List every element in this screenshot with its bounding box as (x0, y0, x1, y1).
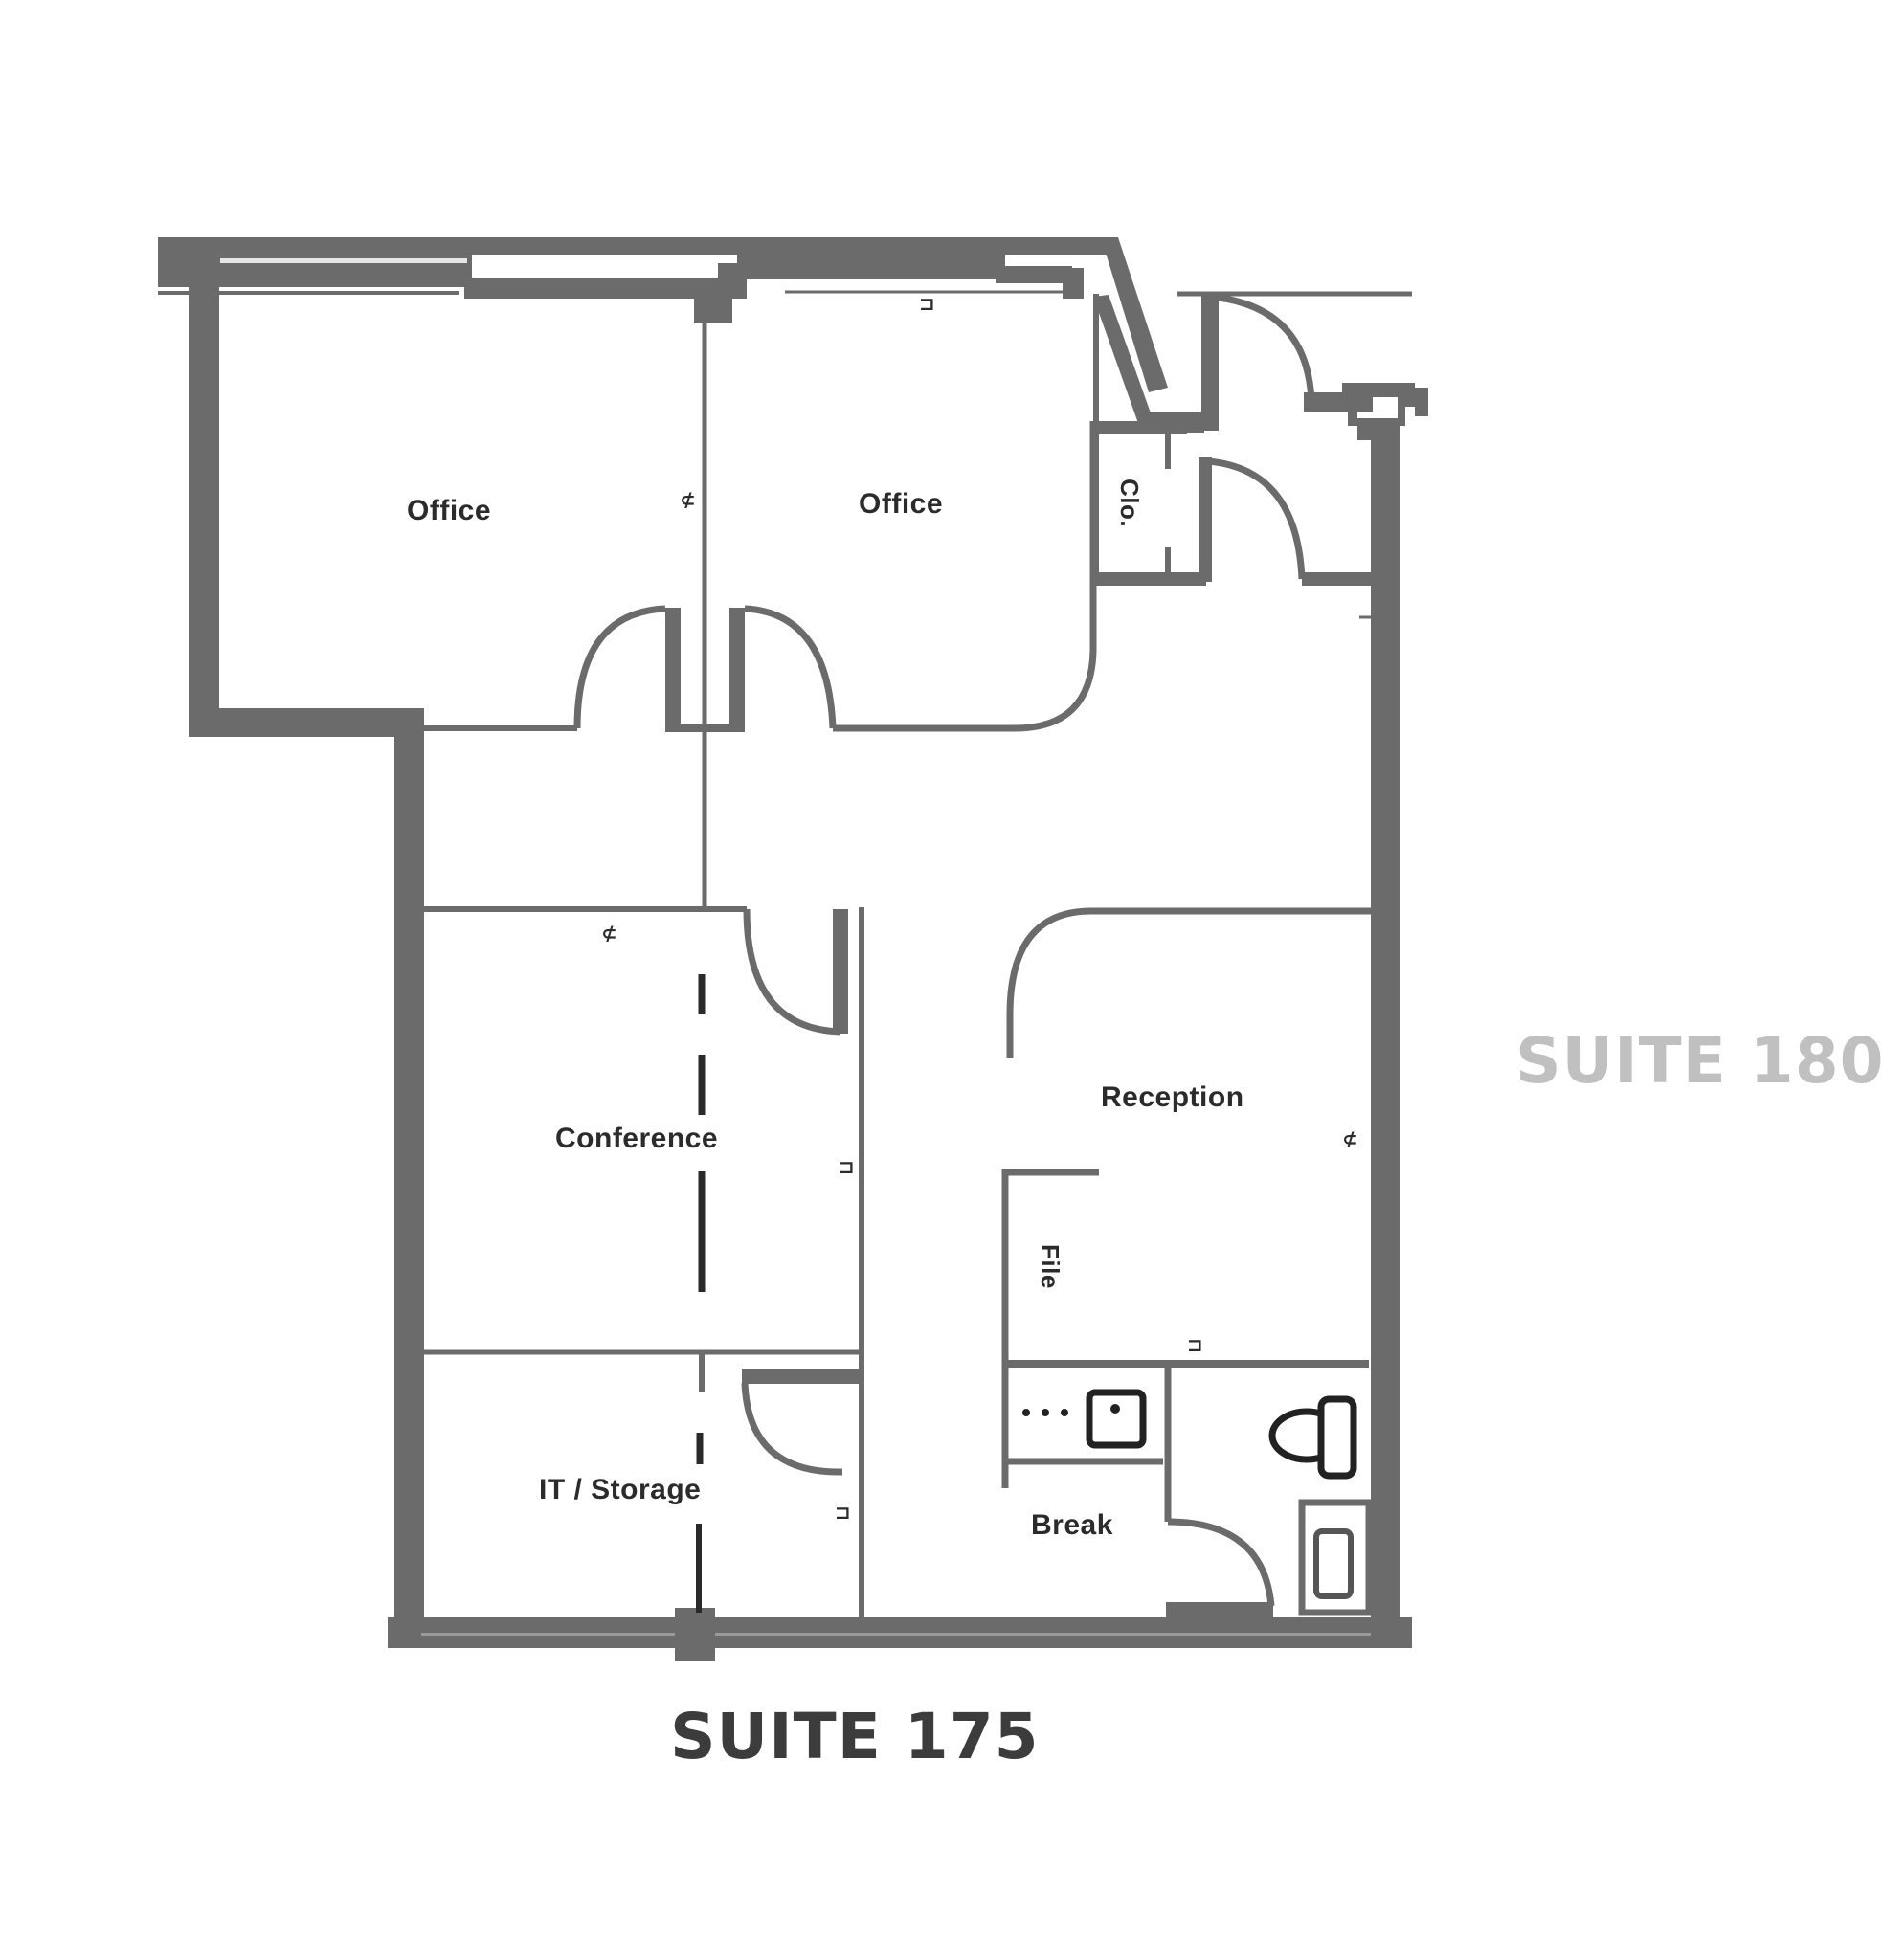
conference-walls (424, 906, 864, 1617)
top-exterior-wall (158, 237, 1115, 323)
left-exterior-wall (189, 237, 424, 1646)
closet-walls (1096, 292, 1374, 619)
data-outlet-icon: ⊄ (601, 922, 617, 945)
room-label-closet: Clo. (1115, 479, 1144, 528)
room-label-office-right: Office (859, 488, 944, 520)
break-restroom-walls (1001, 1364, 1373, 1617)
data-outlet-icon: ⊄ (1342, 1127, 1358, 1150)
suite-175-label: SUITE 175 (670, 1700, 1040, 1773)
reception-walls (1001, 907, 1371, 1369)
it-storage-walls (696, 1352, 862, 1613)
suite-180-label: SUITE 180 (1515, 1024, 1882, 1098)
data-outlet-icon: ⊄ (680, 488, 696, 511)
room-label-office-left: Office (407, 495, 492, 526)
office-partitions (424, 323, 1097, 909)
phone-outlet-icon: ⊐ (919, 292, 935, 315)
phone-outlet-icon: ⊐ (839, 1155, 855, 1178)
room-label-reception: Reception (1101, 1081, 1244, 1113)
bottom-exterior-wall (388, 1608, 1412, 1661)
phone-outlet-icon: ⊐ (835, 1501, 851, 1524)
room-label-it-storage: IT / Storage (539, 1474, 702, 1505)
phone-outlet-icon: ⊐ (1187, 1333, 1203, 1356)
room-label-break: Break (1031, 1509, 1113, 1541)
room-label-file: File (1036, 1244, 1064, 1289)
room-label-conference: Conference (555, 1123, 719, 1154)
